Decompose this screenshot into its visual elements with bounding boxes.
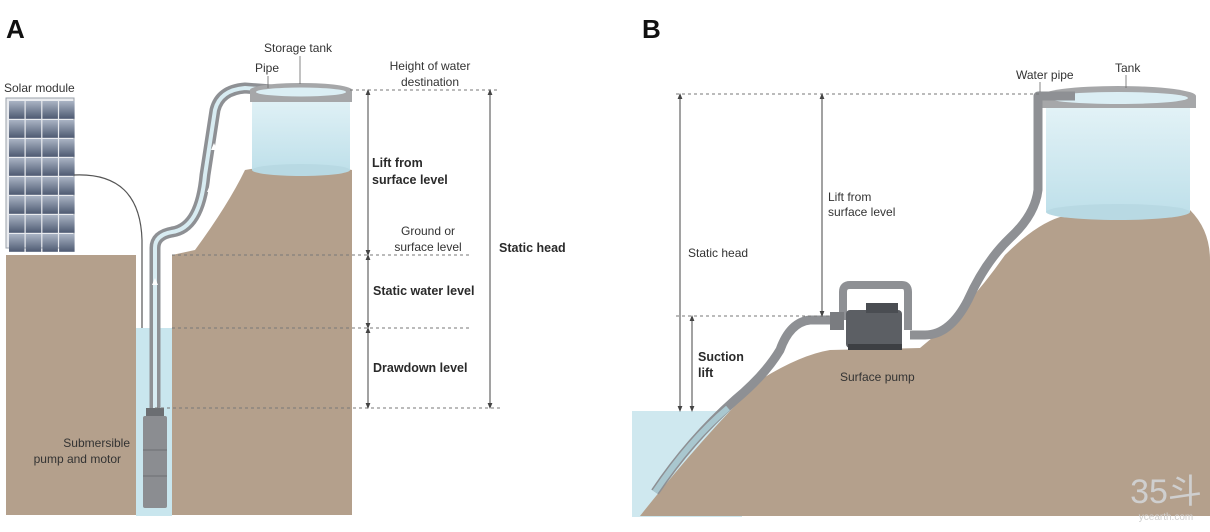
label-suction-1: Suction — [698, 350, 744, 364]
solar-cell — [25, 158, 42, 176]
label-lift-a-1: Lift from — [372, 156, 423, 170]
solar-cell — [9, 139, 25, 157]
solar-module — [5, 97, 75, 252]
solar-cell — [42, 120, 58, 138]
solar-cable — [73, 174, 143, 408]
panel-b-label: B — [642, 14, 661, 44]
solar-cell — [59, 196, 75, 214]
label-static-head-b: Static head — [688, 246, 748, 260]
solar-cell — [59, 177, 75, 195]
solar-cell — [9, 196, 25, 214]
watermark-url: ycearth.com — [1139, 512, 1193, 523]
label-static-water: Static water level — [373, 284, 474, 298]
label-height-dest-1: Height of water — [390, 59, 471, 73]
storage-tank-a — [250, 83, 352, 176]
label-ground-1: Ground or — [401, 224, 455, 238]
label-drawdown: Drawdown level — [373, 361, 467, 375]
label-static-head-a: Static head — [499, 241, 566, 255]
label-height-dest-2: destination — [401, 75, 459, 89]
solar-cell — [25, 120, 42, 138]
solar-cell — [9, 177, 25, 195]
solar-cell — [59, 120, 75, 138]
solar-cell — [9, 234, 25, 252]
solar-cell — [59, 158, 75, 176]
label-tank: Tank — [1115, 61, 1141, 75]
submersible-pump — [143, 408, 167, 508]
solar-cell — [9, 215, 25, 233]
label-suction-2: lift — [698, 366, 714, 380]
solar-cell — [59, 234, 75, 252]
label-pipe: Pipe — [255, 61, 279, 75]
solar-cell — [25, 234, 42, 252]
solar-cell — [42, 215, 58, 233]
solar-cell — [59, 101, 75, 119]
watermark-logo: 35斗 — [1130, 473, 1202, 511]
surface-pump — [830, 281, 912, 350]
solar-cell — [42, 139, 58, 157]
label-lift-b-2: surface level — [828, 205, 895, 219]
solar-cell — [42, 196, 58, 214]
solar-cell — [9, 158, 25, 176]
solar-cell — [42, 177, 58, 195]
solar-cell — [25, 101, 42, 119]
solar-cell — [42, 101, 58, 119]
label-storage-tank: Storage tank — [264, 41, 333, 55]
label-solar-module: Solar module — [4, 81, 75, 95]
flow-arrows — [152, 143, 217, 285]
label-pump-2: pump and motor — [34, 452, 121, 466]
solar-cell — [25, 139, 42, 157]
pipe-a — [149, 82, 273, 408]
label-pump-1: Submersible — [63, 436, 130, 450]
solar-cell — [42, 234, 58, 252]
solar-cell — [42, 158, 58, 176]
solar-cell — [25, 215, 42, 233]
label-surface-pump: Surface pump — [840, 370, 915, 384]
delivery-pipe-b — [910, 91, 1075, 340]
soil-a — [6, 165, 352, 515]
solar-cell — [25, 177, 42, 195]
label-lift-a-2: surface level — [372, 173, 448, 187]
label-lift-b-1: Lift from — [828, 190, 871, 204]
label-ground-2: surface level — [394, 240, 461, 254]
submerged-pipe — [652, 405, 730, 494]
label-water-pipe: Water pipe — [1016, 68, 1074, 82]
solar-cells — [9, 101, 75, 252]
solar-cell — [59, 139, 75, 157]
solar-cell — [59, 215, 75, 233]
solar-cell — [9, 120, 25, 138]
solar-cell — [25, 196, 42, 214]
tank-b — [1040, 86, 1196, 220]
panel-a-label: A — [6, 14, 25, 44]
solar-cell — [9, 101, 25, 119]
hill-b — [640, 208, 1210, 516]
